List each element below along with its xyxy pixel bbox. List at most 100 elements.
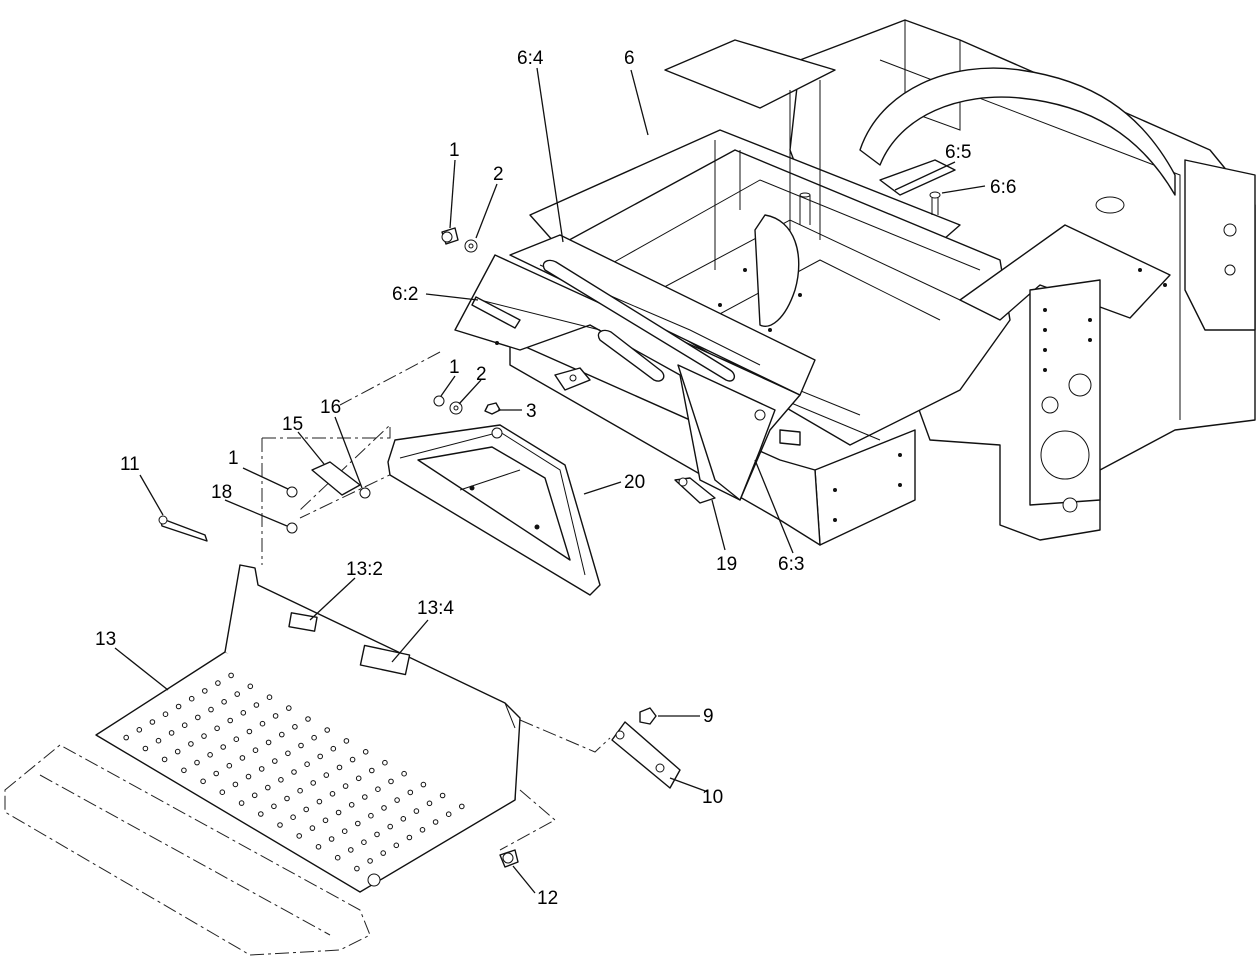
step-plate-hole (362, 749, 369, 755)
callout-6: 6 (624, 48, 635, 69)
step-plate-hole (168, 730, 175, 736)
step-plate-hole (419, 827, 426, 833)
step-plate-hole (381, 805, 387, 811)
callout-13-4: 13:4 (417, 598, 454, 619)
callout-9: 9 (703, 706, 714, 727)
step-plate-hole (238, 800, 245, 806)
callout-18: 18 (211, 482, 232, 503)
step-plate-hole (303, 806, 310, 813)
step-plate-hole (181, 767, 187, 774)
step-plate-hole (362, 794, 368, 800)
step-plate-hole (202, 688, 208, 694)
step-plate-hole (367, 858, 373, 864)
step-plate-hole (329, 791, 336, 797)
step-plate-hole (380, 850, 387, 856)
step-plate-hole (258, 766, 265, 772)
step-plate-hole (285, 750, 291, 757)
step-plate-hole (420, 781, 427, 788)
callout-1-middle: 1 (449, 357, 460, 378)
step-plate-hole (355, 775, 362, 782)
step-plate-hole (278, 777, 284, 783)
step-plate-hole (155, 737, 162, 744)
step-plate-hole (330, 745, 337, 752)
step-plate-hole (136, 727, 143, 733)
step-plate-hole (220, 744, 226, 750)
step-plate-hole (246, 728, 253, 735)
step-plate-hole (394, 797, 400, 803)
callout-2-top: 2 (493, 164, 504, 185)
step-plate-hole (252, 747, 259, 754)
step-plate-holes (123, 672, 465, 872)
step-plate-hole (188, 695, 195, 702)
step-plate-hole (272, 713, 279, 719)
step-plate-hole (149, 719, 156, 725)
callout-12: 12 (537, 888, 558, 909)
part-10-plate (611, 721, 681, 789)
deck-phantom-outline (4, 744, 371, 956)
step-plate-hole (336, 764, 343, 771)
step-plate-hole (369, 767, 375, 774)
callout-13: 13 (95, 629, 116, 650)
step-plate-hole (311, 734, 317, 741)
callout-3: 3 (526, 401, 537, 422)
step-plate-hole (253, 702, 260, 708)
callout-10: 10 (702, 787, 723, 808)
step-plate-hole (279, 731, 285, 738)
hardware (158, 191, 941, 868)
step-plate-hole (374, 831, 380, 838)
step-plate-hole (459, 803, 465, 810)
step-plate-hole (228, 672, 234, 679)
step-plate-hole (361, 839, 367, 846)
step-plate-hole (387, 823, 394, 830)
phantom-lines (261, 351, 611, 851)
callout-20: 20 (624, 472, 645, 493)
callout-6-6: 6:6 (990, 177, 1016, 198)
callout-6-3: 6:3 (778, 554, 804, 575)
step-plate-hole (259, 720, 266, 727)
callout-6-5: 6:5 (945, 142, 971, 163)
step-plate-hole (174, 748, 181, 755)
step-plate-hole (355, 820, 361, 827)
step-plate-hole (226, 762, 233, 769)
callout-16: 16 (320, 397, 341, 418)
front-cross-member (454, 234, 816, 501)
step-plate-hole (265, 784, 271, 791)
step-plate-hole (200, 778, 206, 785)
step-plate-hole (284, 795, 290, 802)
step-plate-hole (413, 808, 420, 814)
step-plate-hole (349, 756, 356, 763)
callout-15: 15 (282, 414, 303, 435)
step-plate-hole (175, 703, 182, 710)
step-plate-hole (233, 736, 240, 743)
callouts: 1 2 6:4 6 6:5 6:6 6:2 1 2 3 16 15 11 1 1… (95, 48, 1016, 909)
step-plate-hole (194, 759, 200, 766)
step-plate-hole (265, 739, 272, 746)
step-plate-hole (290, 814, 296, 821)
step-plate-hole (123, 734, 129, 741)
step-plate-hole (227, 717, 233, 724)
step-plate-hole (348, 847, 354, 853)
leader-lines (114, 67, 986, 894)
step-plate-hole (251, 792, 258, 799)
step-plate-hole (432, 819, 439, 825)
step-plate-hole (266, 694, 273, 701)
step-plate-hole (240, 710, 247, 716)
step-plate-hole (407, 789, 414, 796)
callout-11: 11 (120, 454, 140, 475)
step-plate-hole (322, 817, 329, 824)
step-plate-hole (215, 680, 221, 686)
step-plate-hole (375, 786, 381, 793)
main-frame (509, 19, 1256, 546)
step-plate-hole (247, 683, 254, 690)
step-plate-hole (406, 834, 413, 841)
step-plate-hole (296, 833, 303, 839)
step-plate-hole (298, 742, 304, 749)
step-plate-hole (258, 811, 264, 817)
step-plate-hole (323, 772, 330, 778)
step-plate-hole (291, 769, 297, 775)
step-plate-hole (354, 865, 360, 872)
step-plate-hole (297, 787, 303, 794)
step-plate-hole (234, 691, 240, 697)
step-plate-hole (219, 789, 226, 796)
